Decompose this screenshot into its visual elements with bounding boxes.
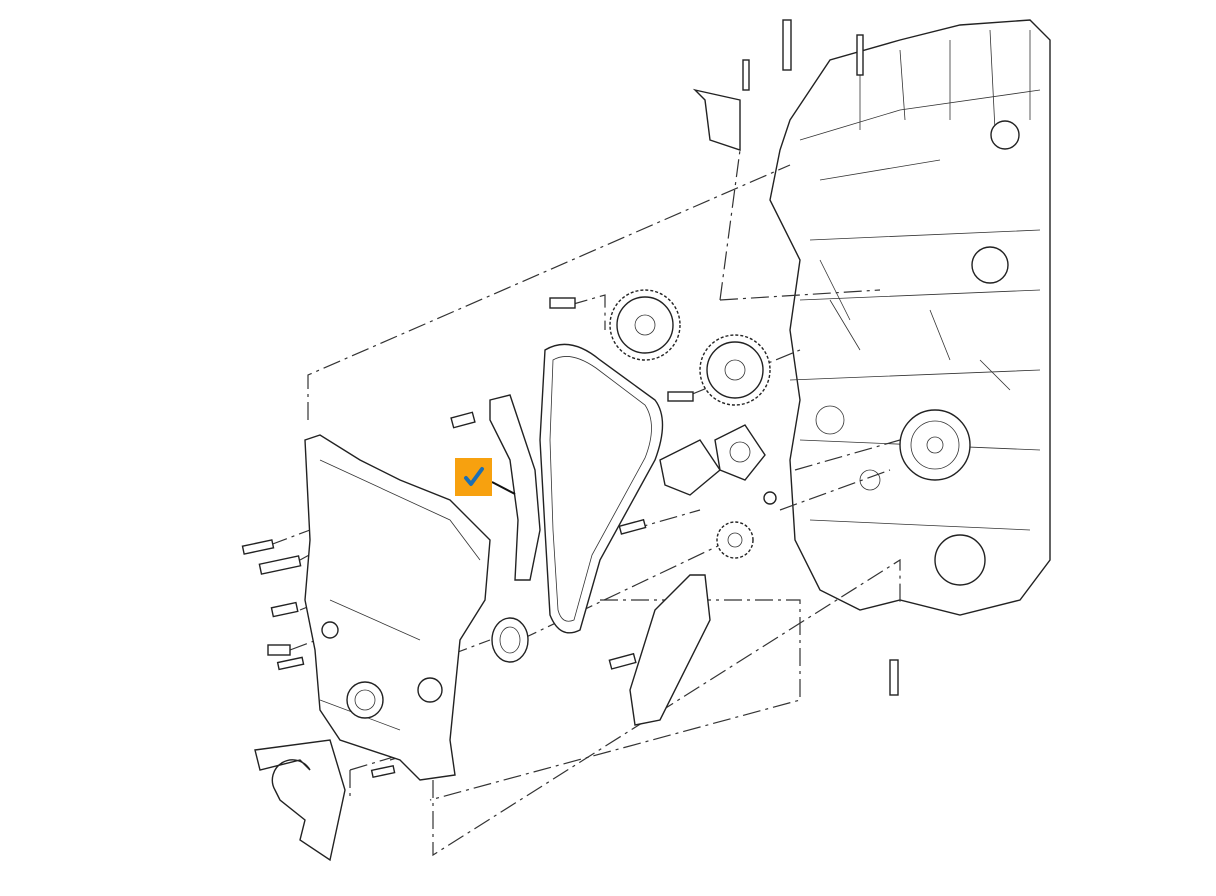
chain-guide: [489, 394, 541, 581]
checkmark-icon: [464, 467, 484, 486]
cam-sprockets: [609, 289, 771, 559]
chain-tensioner: [659, 424, 777, 505]
check-callout[interactable]: [455, 458, 492, 496]
timing-cover: [304, 434, 491, 781]
crank-seal: [491, 617, 529, 663]
tensioner-guide: [629, 574, 711, 726]
callout-leader: [491, 481, 516, 495]
top-bolts: [692, 19, 899, 696]
engine-block: [769, 19, 1051, 616]
gasket: [254, 739, 346, 862]
timing-chain: [539, 343, 664, 634]
cover-bolts: [241, 297, 694, 779]
